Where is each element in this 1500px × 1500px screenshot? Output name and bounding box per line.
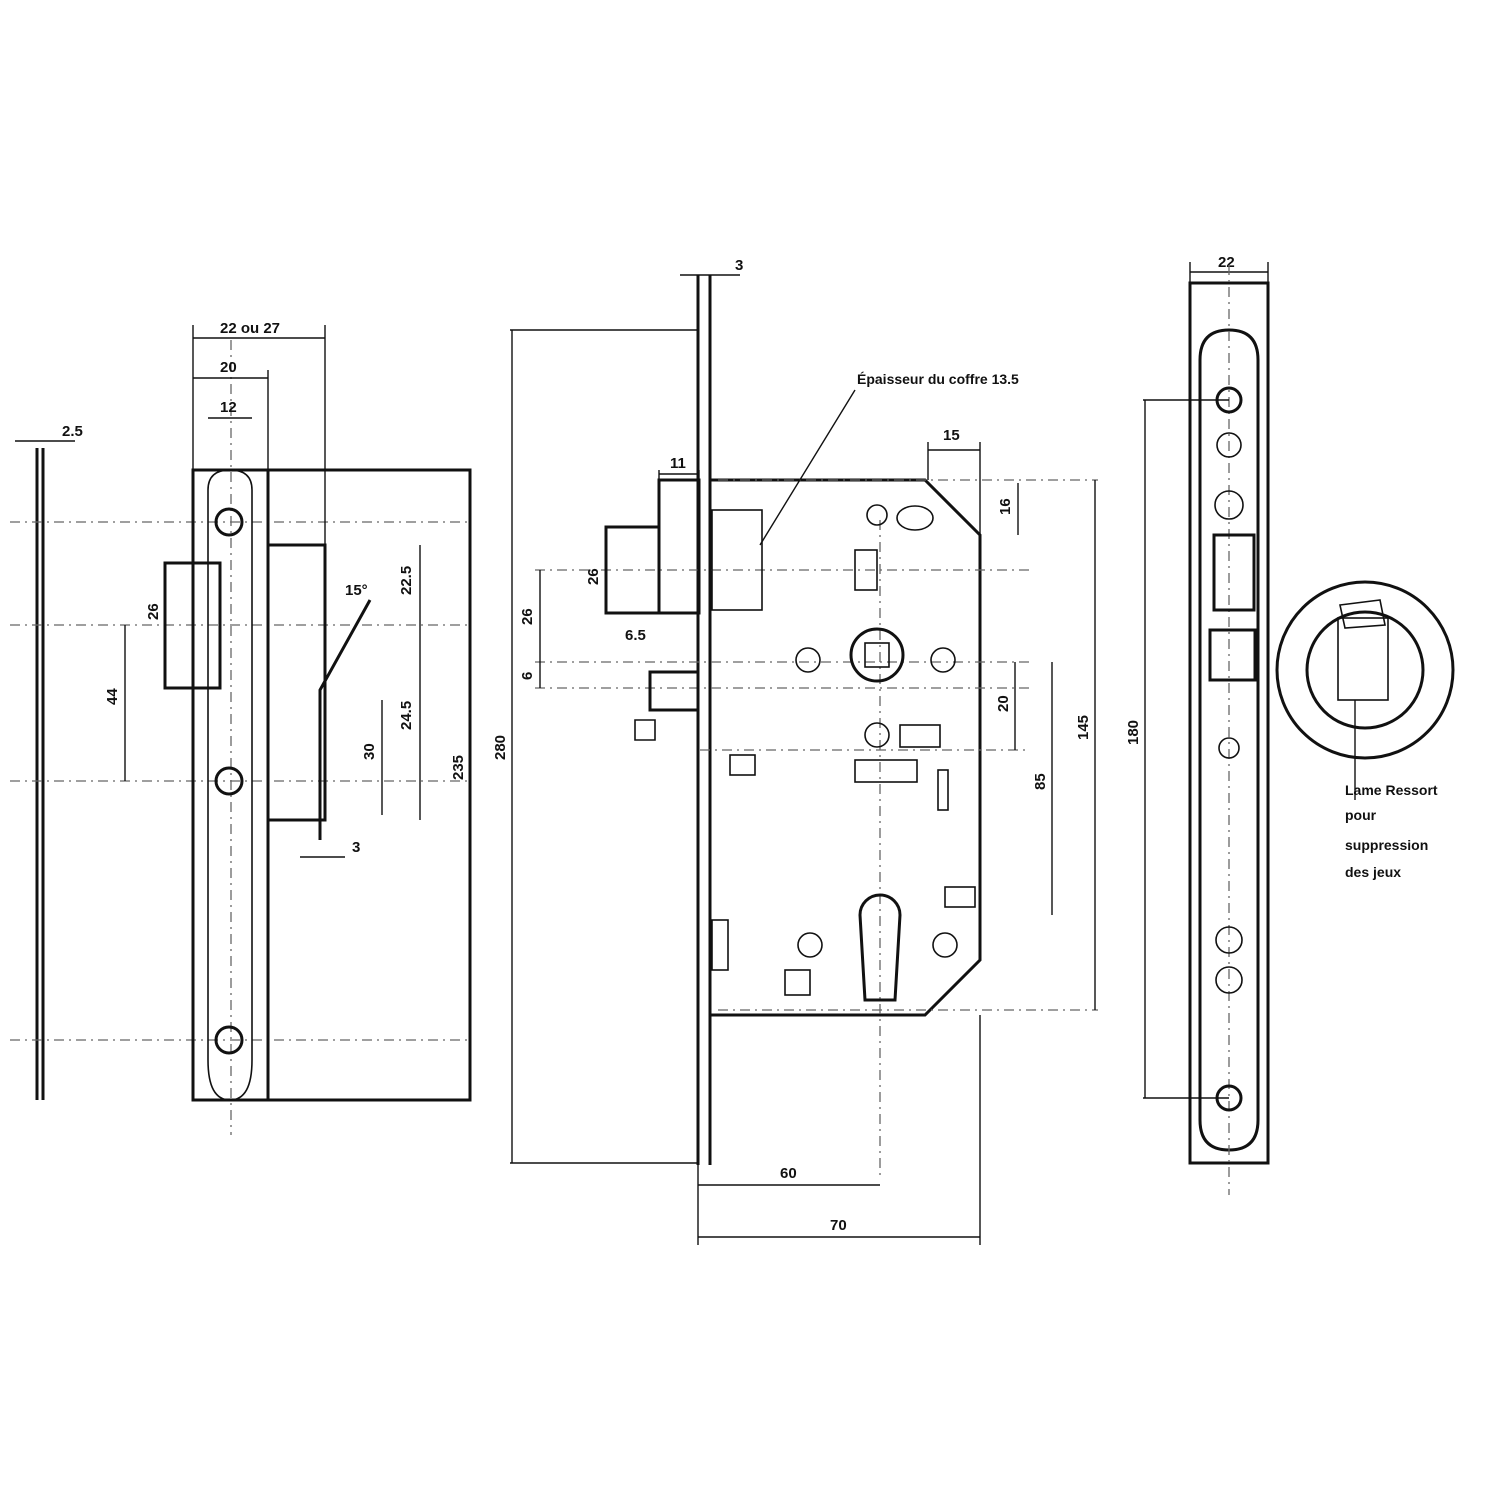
spring-note-1: Lame Ressort (1345, 782, 1438, 798)
dim-11: 11 (670, 455, 686, 472)
dim-12: 12 (220, 399, 237, 416)
dim-26-deadbolt: 26 (585, 568, 602, 585)
dim-16: 16 (997, 498, 1014, 515)
dim-60: 60 (780, 1165, 797, 1182)
dim-30: 30 (361, 743, 378, 760)
dim-70: 70 (830, 1217, 847, 1234)
deadbolt-slot (1212, 533, 1256, 612)
screw-hole (214, 1025, 244, 1055)
spring-note-4: des jeux (1345, 864, 1401, 880)
dim-20: 20 (220, 359, 237, 376)
dim-235: 235 (450, 755, 467, 780)
strike-plate-view: 2.5 22 ou 27 20 12 26 44 (10, 320, 472, 1135)
dim-3-strike: 3 (352, 839, 360, 856)
dim-44: 44 (104, 688, 121, 705)
screw-hole (214, 507, 244, 537)
follower-hub (849, 627, 905, 683)
dim-20-follower: 20 (995, 695, 1012, 712)
spring-note-2: pour (1345, 807, 1377, 823)
spring-note-3: suppression (1345, 837, 1428, 853)
dim-15: 15 (943, 427, 960, 444)
faceplate-outer (1188, 281, 1270, 1165)
dim-2-5: 2.5 (62, 423, 83, 440)
bolt-mechanism (711, 509, 763, 611)
strike-body (266, 468, 472, 1102)
lock-body-view: 3 280 11 26 26 6 6.5 (492, 257, 1098, 1245)
dim-85: 85 (1032, 773, 1049, 790)
spring-blade-detail (1275, 580, 1455, 760)
faceplate-view: 22 180 Lame Ressort pour suppression des… (1125, 254, 1455, 1195)
latch-bolt (648, 670, 700, 712)
case-thickness-note: Épaisseur du coffre 13.5 (857, 371, 1019, 387)
dim-6-5: 6.5 (625, 627, 646, 644)
dim-280: 280 (492, 735, 509, 760)
dim-26: 26 (145, 603, 162, 620)
euro-cylinder-cutout (858, 893, 902, 1002)
screw-hole (214, 766, 244, 796)
dim-145: 145 (1075, 715, 1092, 740)
dim-6: 6 (519, 672, 536, 680)
latch-slot (1208, 628, 1257, 682)
dim-180: 180 (1125, 720, 1142, 745)
dim-22-5: 22.5 (398, 566, 415, 595)
dim-26-latch: 26 (519, 608, 536, 625)
dim-24-5: 24.5 (398, 701, 415, 730)
faceplate-inner (1198, 328, 1260, 1152)
dim-15-deg: 15° (345, 582, 368, 599)
dim-22-ou-27: 22 ou 27 (220, 320, 280, 337)
strike-lip (318, 599, 372, 840)
dim-3-forend: 3 (735, 257, 743, 274)
dim-22: 22 (1218, 254, 1235, 271)
